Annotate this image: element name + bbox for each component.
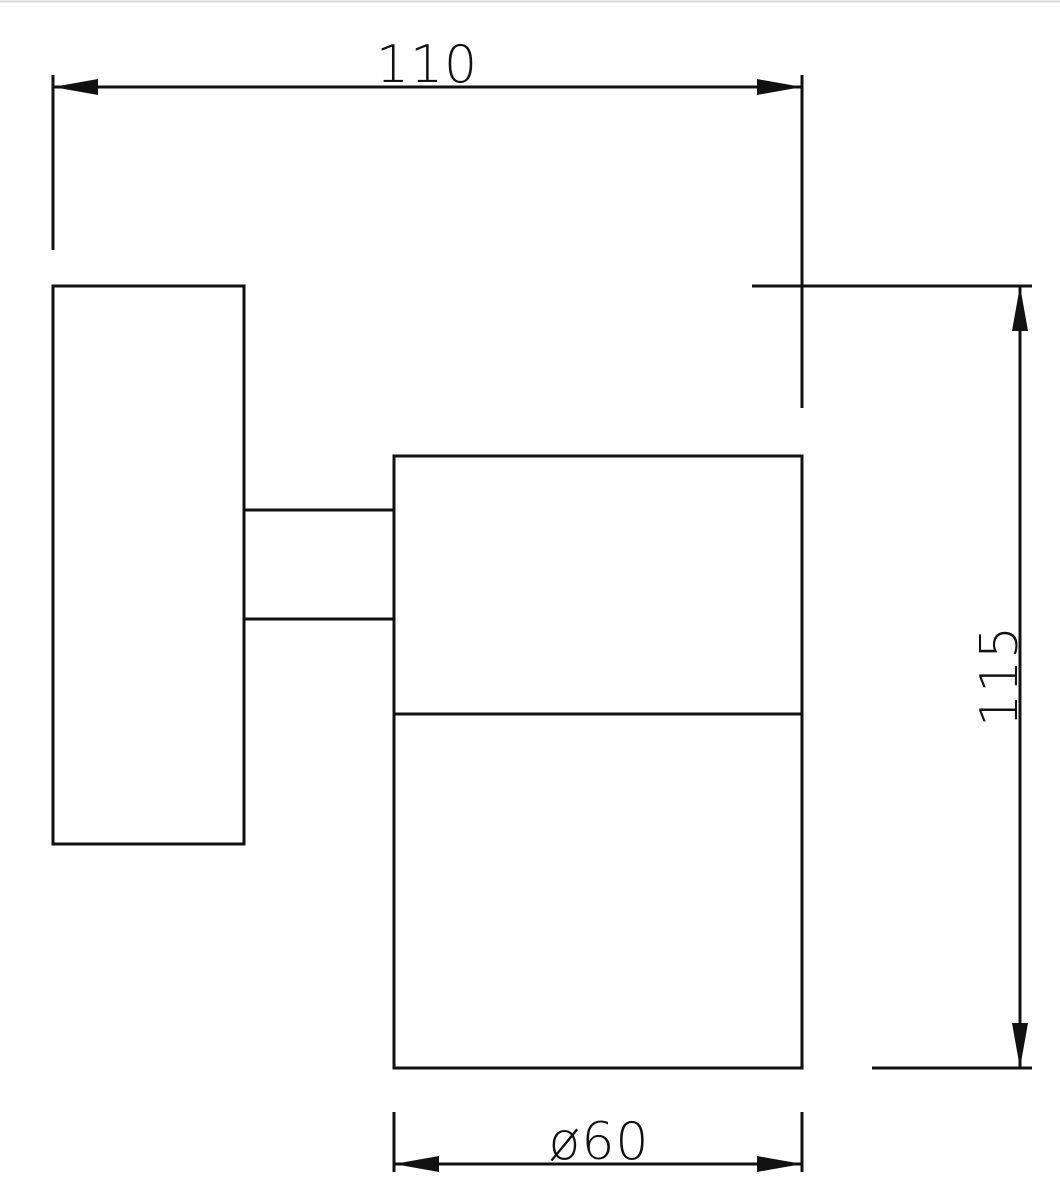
lamp-head-body xyxy=(392,454,804,1070)
connecting-arm xyxy=(242,508,396,621)
diameter-dimension: ø60 xyxy=(392,1112,804,1172)
width-dimension: 110 xyxy=(51,35,804,408)
height-arrow-top xyxy=(1012,286,1028,331)
diameter-arrow-left xyxy=(394,1156,439,1172)
height-label: 115 xyxy=(970,625,1030,727)
width-arrow-right xyxy=(757,79,802,95)
diameter-label: ø60 xyxy=(549,1112,650,1172)
wall-plate xyxy=(51,284,246,846)
width-arrow-left xyxy=(53,79,98,95)
height-dimension: 115 xyxy=(752,284,1032,1070)
diameter-arrow-right xyxy=(757,1156,802,1172)
height-arrow-bottom xyxy=(1012,1023,1028,1068)
width-label: 110 xyxy=(376,35,478,95)
